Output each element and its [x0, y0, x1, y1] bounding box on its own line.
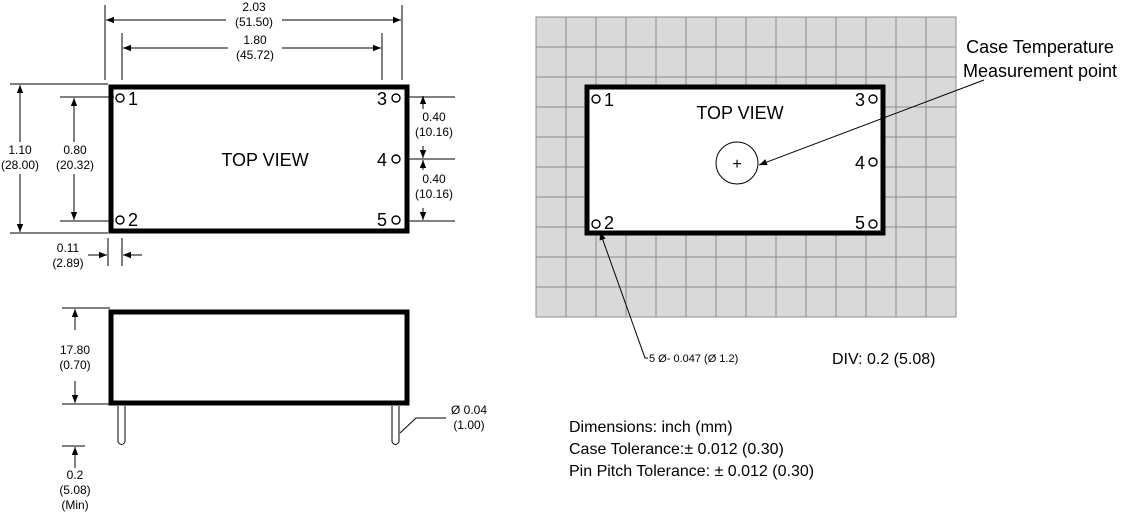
pin-3-label: 3: [377, 89, 387, 109]
pin-diameter-line1: Ø 0.04: [451, 403, 487, 417]
measurement-point-circle: [715, 141, 759, 185]
pin-3-marker: [391, 93, 401, 103]
thermal-pin-3-label: 3: [855, 90, 865, 110]
pitch-upper-mm: (10.16): [415, 125, 453, 139]
pitch-upper-inch: 0.40: [422, 110, 446, 124]
overall-width-mm: (51.50): [235, 15, 273, 29]
callout-line2: Measurement point: [963, 61, 1117, 81]
pin-length-line3: (Min): [61, 498, 88, 512]
pin-1-marker: [115, 93, 125, 103]
top-view-label: TOP VIEW: [221, 150, 308, 170]
callout-line1: Case Temperature: [966, 37, 1114, 57]
pin-vertical-inch: 0.80: [63, 143, 87, 157]
pin-4-label: 4: [377, 150, 387, 170]
pin-diameter-line2: (1.00): [453, 418, 484, 432]
overall-height-inch: 1.10: [8, 143, 32, 157]
side-view-module-outline: [108, 309, 410, 406]
pin-length-line2: (5.08): [59, 483, 90, 497]
pitch-lower-inch: 0.40: [422, 172, 446, 186]
pin-2-label: 2: [128, 210, 138, 230]
thermal-pin-1-label: 1: [604, 90, 614, 110]
pitch-lower-mm: (10.16): [415, 187, 453, 201]
pin-hole-leader: [599, 231, 648, 359]
measurement-point-symbol: +: [732, 156, 741, 173]
overall-height-mm: (28.00): [1, 158, 39, 172]
dimension-notes: Dimensions: inch (mm) Case Tolerance:± 0…: [569, 419, 814, 480]
thermal-pin-2-marker: [591, 219, 601, 229]
overall-width-inch: 2.03: [242, 0, 266, 14]
pin-span-inch: 1.80: [243, 33, 267, 47]
side-height-line2: (0.70): [59, 358, 90, 372]
pin-1-label: 1: [128, 89, 138, 109]
top-view-drawing: 2.03 (51.50) 1.80 (45.72) TOP VIEW 1 2 3…: [0, 0, 455, 270]
note-dimensions: Dimensions: inch (mm): [569, 419, 733, 436]
measurement-point-leader: [758, 79, 985, 166]
thermal-pin-2-label: 2: [604, 213, 614, 233]
pin-span-mm: (45.72): [236, 48, 274, 62]
edge-offset-inch: 0.11: [57, 241, 80, 255]
pin-2-marker: [115, 215, 125, 225]
pin-hole-note: 5 Ø- 0.047 (Ø 1.2): [649, 353, 738, 365]
thermal-pin-3-marker: [868, 94, 878, 104]
pin-vertical-mm: (20.32): [56, 158, 94, 172]
pin-5-marker: [391, 215, 401, 225]
edge-offset-mm: (2.89): [52, 256, 83, 270]
thermal-pin-1-marker: [591, 94, 601, 104]
side-view-drawing: 17.80 (0.70) 0.2 (5.08) (Min) Ø 0.04 (1.…: [59, 307, 487, 512]
pin-diameter-leader: [399, 417, 446, 434]
thermal-view-drawing: TOP VIEW 1 2 3 4 5 + Case Temperature Me…: [535, 16, 1117, 368]
side-height-line1: 17.80: [60, 343, 90, 357]
pin-4-marker: [391, 154, 401, 164]
thermal-pin-5-marker: [868, 219, 878, 229]
top-view-module-outline: [108, 84, 410, 234]
thermal-pin-4-marker: [868, 157, 878, 167]
div-note: DIV: 0.2 (5.08): [832, 351, 935, 368]
note-pin-pitch-tolerance: Pin Pitch Tolerance: ± 0.012 (0.30): [569, 463, 814, 480]
pin-5-label: 5: [377, 210, 387, 230]
thermal-top-view-label: TOP VIEW: [696, 103, 783, 123]
thermal-pin-4-label: 4: [855, 153, 865, 173]
pin-length-line1: 0.2: [67, 468, 84, 482]
note-case-tolerance: Case Tolerance:± 0.012 (0.30): [569, 441, 784, 458]
thermal-pin-5-label: 5: [855, 213, 865, 233]
